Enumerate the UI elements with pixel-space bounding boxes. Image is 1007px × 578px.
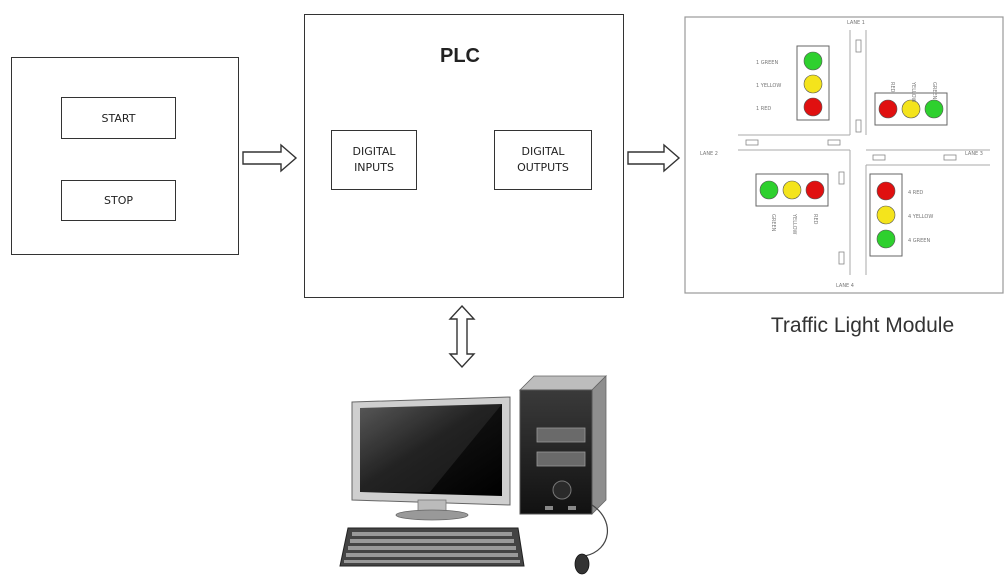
digital-inputs-line2: INPUTS: [354, 161, 394, 174]
intersection-roads: [738, 30, 990, 275]
lane-2-red-label: RED: [812, 214, 818, 225]
lane-2-label: LANE 2: [700, 151, 718, 157]
green-lamp: [803, 51, 823, 71]
lane-4-red-label: 4 RED: [908, 190, 923, 196]
digital-outputs-line1: DIGITAL: [521, 145, 565, 158]
drive-bay: [536, 451, 586, 467]
lane-3-green-label: GREEN: [931, 82, 937, 100]
traffic-light-lane-3: RED YELLOW GREEN: [874, 81, 948, 126]
lane-4-yellow-label: 4 YELLOW: [908, 214, 933, 220]
green-lamp: [876, 229, 896, 249]
yellow-lamp: [901, 99, 921, 119]
lane-1-yellow-label: 1 YELLOW: [756, 83, 781, 89]
start-button[interactable]: START: [61, 97, 176, 139]
digital-outputs-box: DIGITAL OUTPUTS: [494, 130, 592, 190]
lane-3-yellow-label: YELLOW: [910, 81, 916, 103]
traffic-light-lane-1: 1 GREEN 1 YELLOW 1 RED: [756, 45, 830, 121]
digital-outputs-line2: OUTPUTS: [517, 161, 569, 174]
yellow-lamp: [782, 180, 802, 200]
red-lamp: [803, 97, 823, 117]
yellow-lamp: [803, 74, 823, 94]
red-lamp: [878, 99, 898, 119]
digital-inputs-line1: DIGITAL: [352, 145, 396, 158]
lane-4-label: LANE 4: [836, 283, 854, 289]
right-arrow-icon: [627, 143, 681, 173]
desktop-computer-icon: [339, 375, 608, 575]
lane-1-green-label: 1 GREEN: [756, 60, 778, 66]
green-lamp: [924, 99, 944, 119]
stop-button[interactable]: STOP: [61, 180, 176, 221]
road-sensors: [745, 39, 957, 265]
lane-1-red-label: 1 RED: [756, 106, 771, 112]
plc-title: PLC: [440, 44, 480, 67]
lane-3-red-label: RED: [889, 82, 895, 93]
power-button-icon: [552, 480, 572, 500]
lane-2-green-label: GREEN: [770, 214, 776, 232]
traffic-light-lane-2: GREEN YELLOW RED: [755, 173, 829, 235]
traffic-light-module: LANE 1 LANE 2 LANE 3 LANE 4 1 GREEN 1 YE…: [684, 16, 1004, 294]
keyboard-keys: [344, 532, 520, 563]
yellow-lamp: [876, 205, 896, 225]
monitor-screen: [360, 404, 502, 496]
bidirectional-arrow-icon: [448, 304, 476, 369]
mouse: [574, 553, 590, 575]
traffic-light-lane-4: 4 RED 4 YELLOW 4 GREEN: [869, 173, 933, 257]
red-lamp: [876, 181, 896, 201]
green-lamp: [759, 180, 779, 200]
lane-1-label: LANE 1: [847, 20, 865, 26]
digital-inputs-box: DIGITAL INPUTS: [331, 130, 417, 190]
switch-panel: [11, 57, 239, 255]
right-arrow-icon: [242, 143, 298, 173]
lane-3-label: LANE 3: [965, 151, 983, 157]
traffic-module-caption: Traffic Light Module: [770, 314, 955, 337]
lane-2-yellow-label: YELLOW: [791, 213, 797, 235]
lane-4-green-label: 4 GREEN: [908, 238, 930, 244]
red-lamp: [805, 180, 825, 200]
drive-bay: [536, 427, 586, 443]
